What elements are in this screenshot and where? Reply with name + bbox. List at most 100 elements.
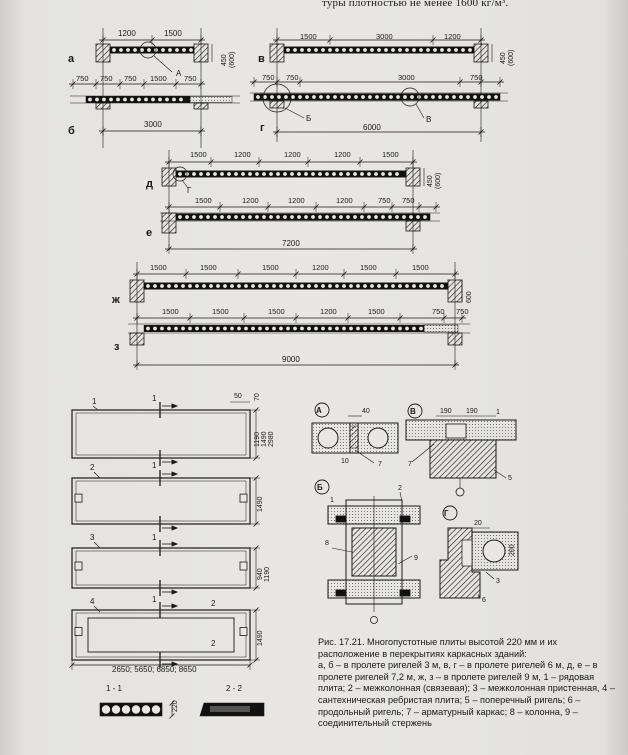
plate2-h-1490: 1490 [257, 496, 264, 512]
slab-void [160, 326, 164, 331]
slab-void [227, 215, 231, 219]
slab-void [304, 172, 308, 176]
slab-void [349, 48, 353, 52]
detail-A-num: 7 [378, 461, 382, 468]
slab-void [319, 95, 323, 99]
slab-void [195, 284, 199, 288]
slab-void [137, 97, 141, 102]
slab-void [388, 172, 392, 176]
slab-void [206, 172, 210, 176]
slab-void [119, 48, 123, 52]
slab-void [314, 48, 318, 52]
dim-g-3: 3000 [398, 73, 415, 82]
slab-void [391, 284, 395, 288]
slab-void [412, 48, 416, 52]
dim-e-4: 1200 [336, 196, 353, 205]
slab-void [174, 284, 178, 288]
plate-dim-50: 50 [234, 393, 242, 400]
slab-void [353, 215, 357, 219]
slab-void [360, 172, 364, 176]
slab-void [178, 215, 182, 219]
slab-void [321, 48, 325, 52]
detail-A-void-left [317, 427, 339, 449]
slab-void [368, 95, 372, 99]
section-1-1-void [141, 705, 151, 714]
slab-void [220, 172, 224, 176]
row-label-e: е [146, 227, 152, 239]
slab-void [161, 48, 165, 52]
section-arrowhead [171, 541, 179, 547]
slab-void [102, 97, 106, 102]
detail-V-beam [429, 439, 497, 479]
slab-void [311, 172, 315, 176]
slab-void [293, 284, 297, 288]
slab-void [265, 284, 269, 288]
plate-dim-70: 70 [254, 393, 261, 401]
slab-void [130, 97, 134, 102]
slab-void [223, 326, 227, 331]
slab-void [347, 95, 351, 99]
dim-z-3: 1500 [268, 307, 285, 316]
slab-void [220, 215, 224, 219]
dim-g-1: 750 [262, 73, 275, 82]
detail-B-leader8 [331, 547, 353, 553]
detail-B-tie [335, 589, 347, 597]
detail-B-n8: 8 [325, 540, 329, 547]
slab-void [300, 48, 304, 52]
slab-void [298, 95, 302, 99]
dim-z-span: 9000 [282, 355, 300, 364]
leader-plate-4 [93, 605, 101, 613]
dim-e-5: 750 [378, 196, 391, 205]
section-arrowhead [171, 471, 179, 477]
dim-z-5: 1500 [368, 307, 385, 316]
slab-void [356, 48, 360, 52]
caption-body: а, б – в пролете ригелей 3 м, в, г – в п… [318, 660, 615, 729]
dim-e-1: 1500 [195, 196, 212, 205]
detail-V-dim2: 190 [466, 408, 478, 415]
section-1-1-void [121, 705, 131, 714]
slab-void [335, 326, 339, 331]
slab-void [402, 215, 406, 219]
slab-void [342, 284, 346, 288]
slab-void [382, 95, 386, 99]
slab-void [181, 284, 185, 288]
detail-B-leader9 [397, 555, 413, 565]
dim-z-2: 1500 [212, 307, 229, 316]
dim-b-2: 750 [100, 74, 113, 83]
dim-e-3: 1200 [288, 196, 305, 205]
slab-void [321, 326, 325, 331]
plate-notch [239, 561, 248, 571]
slab-a [109, 46, 195, 54]
dim-a-height-alt: (600) [229, 52, 236, 68]
plate-label-2: 2 [90, 463, 95, 472]
column-e-right [405, 220, 421, 232]
detail-G-n6: 6 [482, 597, 486, 604]
detail-G-n3: 3 [496, 578, 500, 585]
plate3-h-1190: 1190 [264, 567, 271, 582]
slab-void [88, 97, 92, 102]
slab-void [109, 97, 113, 102]
slab-void [230, 326, 234, 331]
leader-plate-1 [92, 405, 99, 411]
slab-void [140, 48, 144, 52]
dim-d-height: 450 [427, 175, 434, 187]
dim-d-5: 1500 [382, 150, 399, 159]
slab-void [405, 326, 409, 331]
section-mark-2a: 2 [211, 599, 216, 608]
slab-void [255, 215, 259, 219]
plate-notch [239, 627, 248, 636]
detail-B-n1: 1 [330, 497, 334, 504]
slab-void [153, 326, 157, 331]
detail-G-dim: 20 [474, 520, 482, 527]
slab-void [388, 215, 392, 219]
slab-void [284, 95, 288, 99]
slab-void [349, 284, 353, 288]
slab-void [112, 48, 116, 52]
slab-void [384, 284, 388, 288]
column-g-right [473, 100, 489, 109]
slab-void [276, 172, 280, 176]
slab-void [286, 48, 290, 52]
plate-label-4: 4 [90, 597, 95, 606]
slab-void [326, 95, 330, 99]
